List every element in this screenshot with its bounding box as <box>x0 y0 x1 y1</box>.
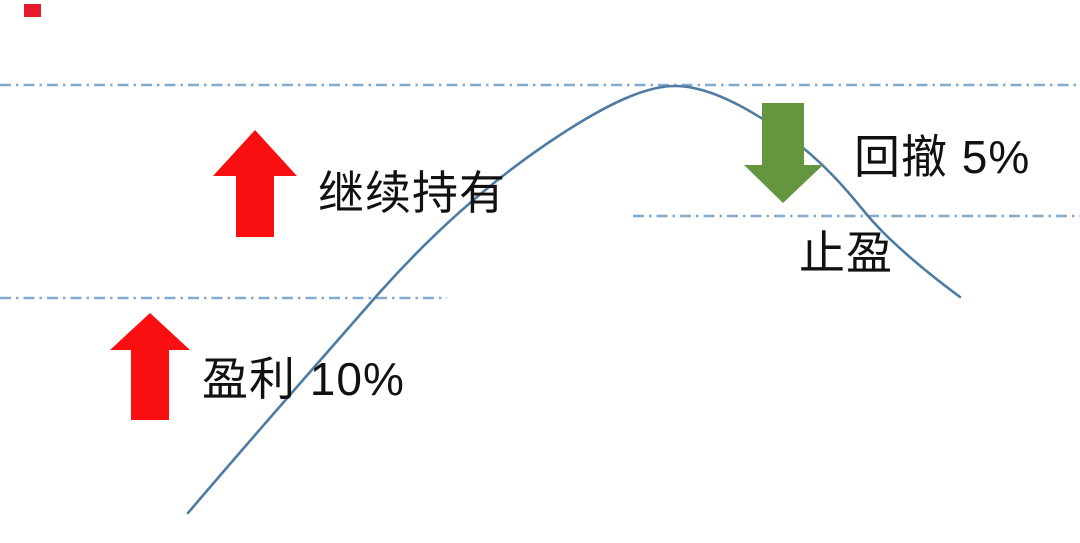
hold-label: 继续持有 <box>318 167 506 219</box>
price-curve <box>186 84 962 515</box>
profit-label: 盈利 10% <box>202 353 405 405</box>
down-arrow-icon <box>744 103 823 203</box>
take-profit-label: 止盈 <box>799 227 893 279</box>
up-arrow-icon <box>110 313 190 420</box>
drawdown-label: 回撤 5% <box>854 131 1031 183</box>
corner-mark <box>24 4 41 17</box>
up-arrow-icon <box>213 130 297 237</box>
